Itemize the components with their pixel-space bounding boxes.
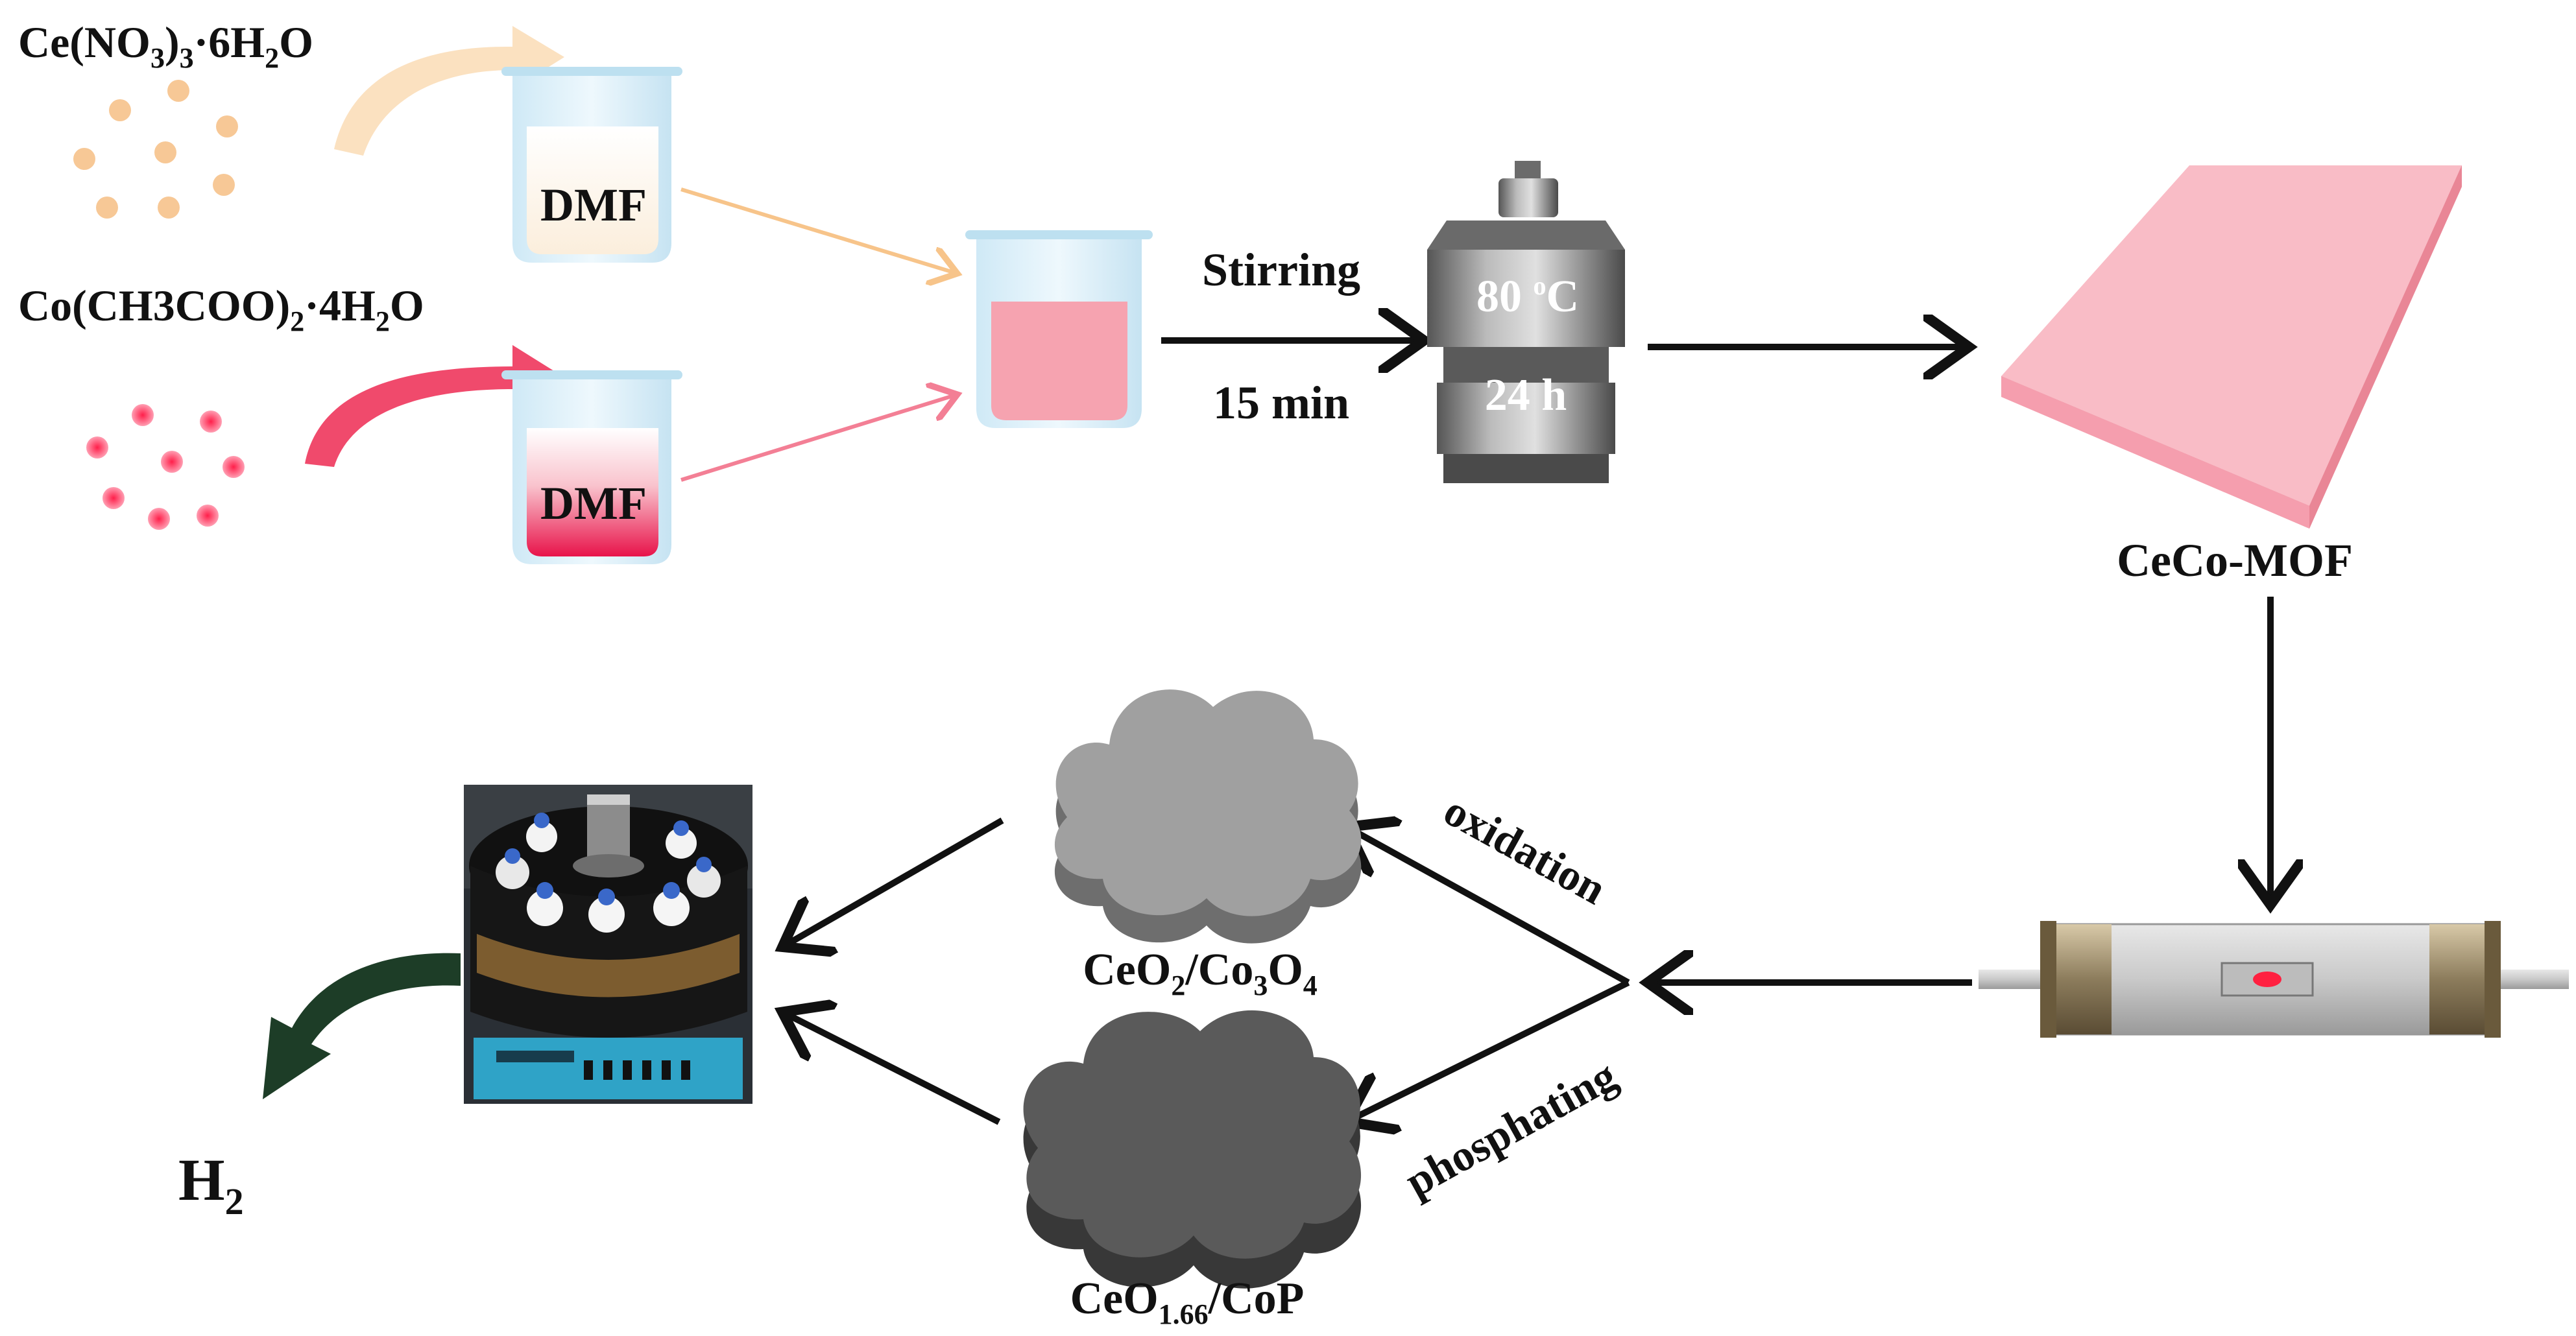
h2-evolution-arrow [263, 953, 461, 1099]
co-acetate-formula: Co(CH3COO)2·4H2O [18, 281, 424, 337]
ceco-mof-plate [2001, 165, 2462, 529]
svg-text:DMF: DMF [540, 179, 647, 231]
dmf-co-to-mix-arrow [680, 396, 954, 482]
ceo166-cop-label: CeO1.66/CoP [1070, 1274, 1305, 1330]
tube-furnace [1979, 921, 2569, 1038]
phosphating-arrow [1353, 979, 1630, 1119]
autoclave-reactor: 80 oC 24 h [1427, 161, 1625, 483]
svg-text:80 oC: 80 oC [1476, 271, 1579, 322]
ceo166-cop-blob [1023, 1010, 1362, 1289]
ceo2-co3o4-blob [1054, 689, 1362, 944]
ce-salt-particles [73, 80, 238, 219]
svg-text:24 h: 24 h [1485, 370, 1567, 420]
svg-text:DMF: DMF [540, 477, 647, 529]
phosphating-label: phosphating [1397, 1051, 1624, 1207]
mixed-solution-beaker [965, 230, 1153, 428]
stirring-time-label: 15 min [1213, 377, 1349, 429]
stirring-label: Stirring [1202, 244, 1360, 296]
add-co-salt-arrow [305, 345, 564, 467]
oxide-to-reactor-arrow [788, 817, 1004, 944]
dmf-beaker-co: DMF [501, 370, 682, 564]
dmf-beaker-ce: DMF [501, 67, 682, 263]
ceco-mof-label: CeCo-MOF [2117, 534, 2353, 586]
add-ce-salt-arrow [334, 26, 564, 156]
dmf-ce-to-mix-arrow [680, 187, 954, 272]
hydrogen-label: H2 [178, 1147, 244, 1223]
photoreactor-photo [464, 785, 752, 1104]
ce-nitrate-formula: Ce(NO3)3·6H2O [18, 18, 313, 74]
phosphide-to-reactor-arrow [788, 1015, 1001, 1125]
co-salt-particles [86, 404, 245, 530]
ceo2-co3o4-label: CeO2/Co3O4 [1083, 945, 1318, 1001]
oxidation-arrow [1353, 830, 1630, 986]
